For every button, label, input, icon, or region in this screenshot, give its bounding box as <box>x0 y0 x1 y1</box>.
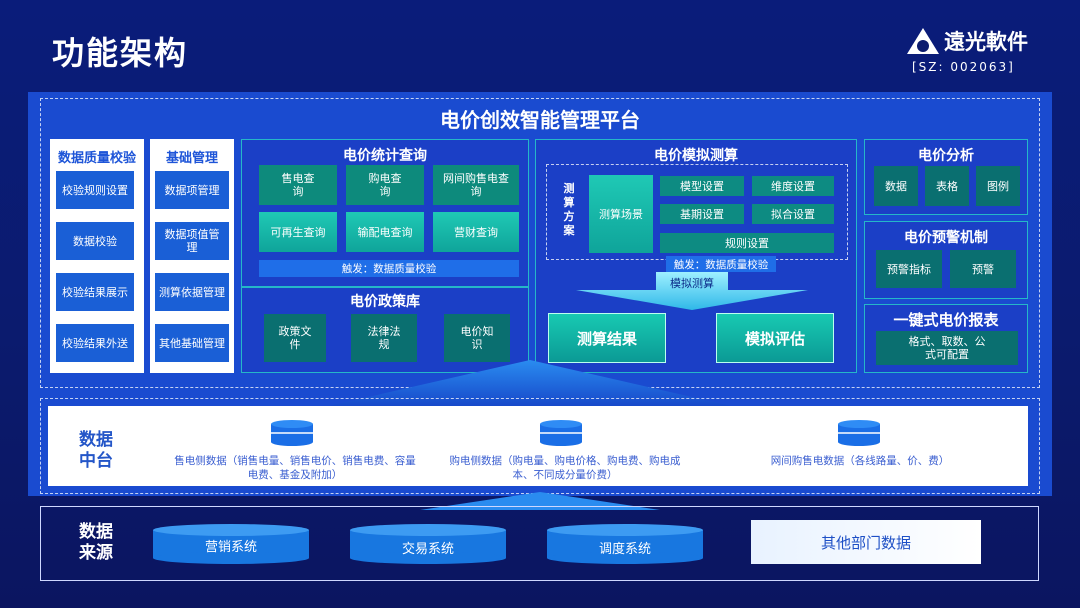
database-icon <box>540 420 582 446</box>
quality-item[interactable]: 校验结果外送 <box>56 324 134 362</box>
basic-item[interactable]: 测算依据管理 <box>155 273 229 311</box>
evaluation-button[interactable]: 模拟评估 <box>716 313 834 363</box>
source-disc-icon <box>350 524 506 564</box>
other-source-box[interactable]: 其他部门数据 <box>751 520 981 564</box>
analysis-item[interactable]: 图例 <box>976 166 1020 206</box>
basic-title: 基础管理 <box>165 151 218 166</box>
stat-query-item[interactable]: 网间购售电查询 <box>433 165 519 205</box>
setting-button[interactable]: 规则设置 <box>660 233 834 253</box>
database-icon <box>838 420 880 446</box>
stat-query-title: 电价统计查询 <box>343 148 427 164</box>
data-source-label: 数据来源 <box>79 522 113 563</box>
data-center-item: 网间购售电数据（各线路量、价、费） <box>770 455 950 467</box>
logo-name: 遠光軟件 <box>944 30 1028 54</box>
source-item[interactable]: 交易系统 <box>401 541 454 557</box>
upward-glow-icon <box>420 492 660 510</box>
policy-item[interactable]: 政策文件 <box>264 314 326 362</box>
page-title: 功能架构 <box>52 34 189 72</box>
stat-query-item[interactable]: 输配电查询 <box>346 212 424 252</box>
source-disc-icon <box>153 524 309 564</box>
simulate-arrow-label: 模拟测算 <box>670 277 714 290</box>
quality-title: 数据质量校验 <box>57 151 136 166</box>
quality-item[interactable]: 数据校验 <box>56 222 134 260</box>
report-desc[interactable]: 格式、取数、公式可配置 <box>876 331 1018 365</box>
data-source-frame <box>40 506 1039 581</box>
logo-mark-icon <box>907 28 939 54</box>
analysis-item[interactable]: 数据 <box>874 166 918 206</box>
platform-title: 电价创效智能管理平台 <box>440 108 640 132</box>
warning-item[interactable]: 预警 <box>950 250 1016 288</box>
stat-query-item[interactable]: 售电查询 <box>259 165 337 205</box>
stat-trigger: 触发：数据质量校验 <box>259 260 519 277</box>
analysis-title: 电价分析 <box>918 148 974 164</box>
stat-query-item[interactable]: 可再生查询 <box>259 212 337 252</box>
basic-item[interactable]: 其他基础管理 <box>155 324 229 362</box>
simulation-trigger: 触发：数据质量校验 <box>666 256 776 272</box>
basic-item[interactable]: 数据项值管理 <box>155 222 229 260</box>
database-icon <box>271 420 313 446</box>
warning-title: 电价预警机制 <box>904 230 988 246</box>
stat-query-item[interactable]: 购电查询 <box>346 165 424 205</box>
stock-code: [SZ: 002063] <box>912 60 1015 74</box>
setting-button[interactable]: 基期设置 <box>660 204 744 224</box>
simulation-title: 电价模拟测算 <box>654 148 738 164</box>
warning-item[interactable]: 预警指标 <box>876 250 942 288</box>
data-center-label: 数据中台 <box>79 430 113 471</box>
data-center-item: 售电侧数据（销售电量、销售电价、销售电费、容量电费、基金及附加） <box>174 455 416 481</box>
policy-item[interactable]: 电价知识 <box>444 314 510 362</box>
simulate-arrow-icon <box>576 272 808 310</box>
company-logo: 遠光軟件 [SZ: 002063] <box>906 22 1046 82</box>
quality-item[interactable]: 校验规则设置 <box>56 171 134 209</box>
data-center-item: 购电侧数据（购电量、购电价格、购电费、购电成本、不同成分量价费） <box>449 455 681 481</box>
upward-glow-icon <box>320 360 740 408</box>
plan-label: 测算方案 <box>563 182 575 237</box>
result-button[interactable]: 测算结果 <box>548 313 666 363</box>
setting-button[interactable]: 拟合设置 <box>752 204 834 224</box>
scene-button[interactable]: 测算场景 <box>589 175 653 253</box>
source-item[interactable]: 调度系统 <box>598 541 651 557</box>
analysis-item[interactable]: 表格 <box>925 166 969 206</box>
data-center-panel <box>48 406 1028 486</box>
stat-query-item[interactable]: 营财查询 <box>433 212 519 252</box>
source-disc-icon <box>547 524 703 564</box>
policy-title: 电价政策库 <box>350 294 420 310</box>
quality-item[interactable]: 校验结果展示 <box>56 273 134 311</box>
report-title: 一键式电价报表 <box>893 311 999 329</box>
policy-item[interactable]: 法律法规 <box>351 314 417 362</box>
basic-item[interactable]: 数据项管理 <box>155 171 229 209</box>
setting-button[interactable]: 维度设置 <box>752 176 834 196</box>
setting-button[interactable]: 模型设置 <box>660 176 744 196</box>
source-item[interactable]: 营销系统 <box>204 539 257 555</box>
